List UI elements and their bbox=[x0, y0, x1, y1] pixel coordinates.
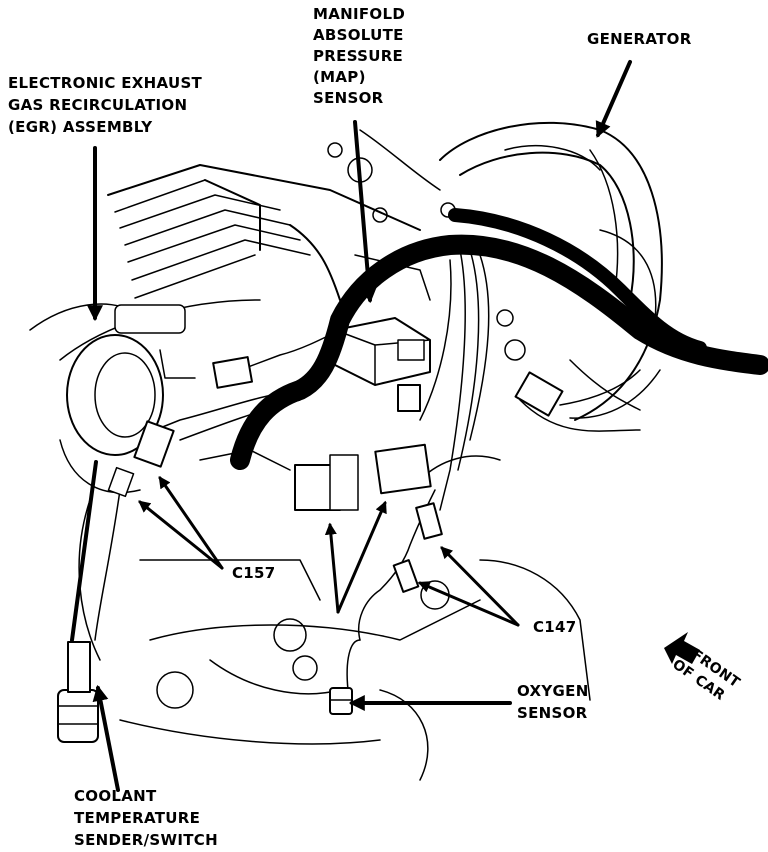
harness-arrow-a bbox=[324, 522, 340, 614]
coolant-arrow bbox=[92, 684, 120, 792]
oxygen-sensor-label: OXYGEN SENSOR bbox=[517, 682, 589, 722]
c157-arrow-b bbox=[138, 500, 224, 570]
map-sensor-label: MANIFOLD ABSOLUTE PRESSURE (MAP) SENSOR bbox=[313, 5, 406, 107]
c147-arrow-a bbox=[440, 546, 520, 627]
generator-arrow bbox=[595, 60, 632, 138]
map-sensor bbox=[334, 317, 431, 386]
connectors bbox=[107, 356, 564, 593]
coolant-sender bbox=[57, 641, 99, 743]
map-arrow bbox=[353, 120, 377, 304]
coolant-sender-label: COOLANT TEMPERATURE SENDER/SWITCH bbox=[74, 787, 218, 849]
wiring-harness bbox=[94, 208, 768, 691]
harness-arrow-b bbox=[336, 500, 387, 614]
generator-label: GENERATOR bbox=[587, 30, 692, 48]
generator-illustration bbox=[439, 121, 663, 432]
egr-label: ELECTRONIC EXHAUST GAS RECIRCULATION (EG… bbox=[8, 74, 203, 136]
oxygen-sensor bbox=[329, 687, 353, 715]
c147-label: C147 bbox=[533, 618, 577, 636]
coolant-wire bbox=[70, 460, 98, 642]
callout-arrows bbox=[70, 60, 632, 792]
egr-assembly bbox=[59, 304, 186, 494]
front-of-car-arrow-icon bbox=[664, 632, 700, 664]
c157-arrow-a bbox=[158, 476, 224, 570]
c147-arrow-b bbox=[417, 581, 520, 627]
c157-label: C157 bbox=[232, 564, 276, 582]
